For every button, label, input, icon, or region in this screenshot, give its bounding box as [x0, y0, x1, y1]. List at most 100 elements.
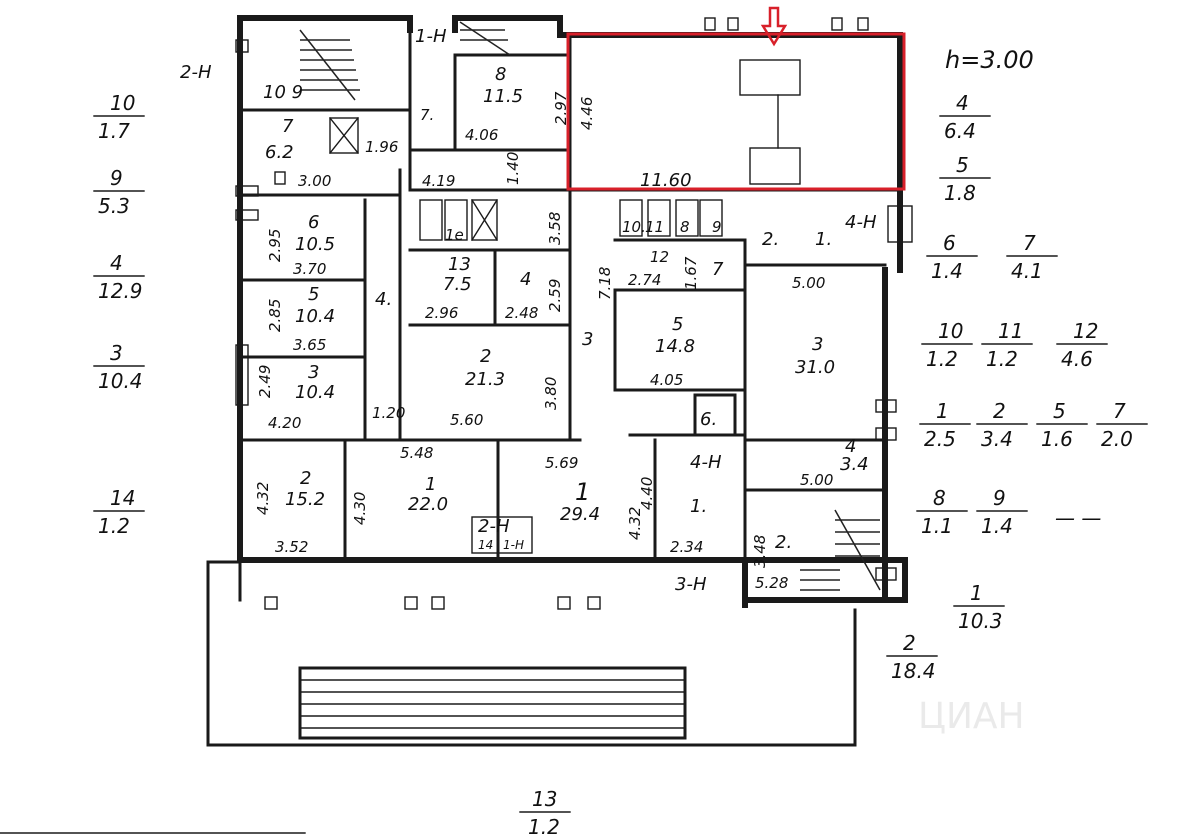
label-2h-b: 2-Н: [478, 516, 510, 537]
room-4s-num: 4: [845, 436, 856, 457]
dim-5-69: 5.69: [545, 454, 578, 472]
room-1c: 1.: [690, 496, 707, 517]
highlight-box: [566, 32, 906, 191]
dim-3-58: 3.58: [546, 212, 564, 245]
legend-right: 46.451.861.474.1101.2111.2124.612.523.45…: [886, 91, 1148, 683]
dim-2-48: 2.48: [505, 304, 538, 322]
room-1a-num: 1: [425, 474, 436, 495]
dimensions: 2.97 4.46 11.60 1.96 3.00 4.06 4.19 1.40…: [254, 91, 833, 592]
room-2s: 2.: [762, 229, 779, 250]
room-11s: 11: [645, 218, 664, 236]
dim-2-96: 2.96: [425, 304, 458, 322]
legend-right-area-12: 1.4: [981, 514, 1013, 538]
legend-right-area-9: 1.6: [1041, 427, 1073, 451]
dim-4-46: 4.46: [578, 97, 596, 130]
legend-right-area-0: 6.4: [944, 119, 976, 143]
room-5b-area: 14.8: [655, 336, 695, 357]
dim-4-05: 4.05: [650, 371, 683, 389]
room-2-num: 2: [480, 346, 491, 367]
dashes: — —: [1055, 506, 1101, 530]
hall-3: 3: [582, 329, 593, 350]
stairs: [299, 21, 881, 591]
legend-right-num-9: 5: [1053, 399, 1066, 423]
terrace: [0, 560, 857, 834]
ceiling-height: h=3.00: [945, 46, 1034, 74]
room-6-num: 6: [308, 212, 319, 233]
room-7h: 7: [712, 259, 724, 280]
dim-1-20: 1.20: [372, 404, 405, 422]
room-3b-num: 3: [812, 334, 823, 355]
room-2c-num: 2: [300, 468, 311, 489]
dim-4-32-b: 4.32: [626, 507, 644, 540]
room-2d: 2.: [775, 532, 792, 553]
room-1a-area: 22.0: [408, 494, 448, 515]
room-7-area: 6.2: [265, 142, 294, 163]
room-3b-area: 31.0: [795, 357, 835, 378]
hall-4: 4.: [375, 289, 392, 310]
legend-right-area-7: 2.5: [924, 427, 956, 451]
legend-right-num-4: 10: [938, 319, 963, 343]
legend-left-area-0: 1.7: [98, 119, 130, 143]
dim-1-40: 1.40: [504, 152, 522, 185]
dim-5-48: 5.48: [400, 444, 433, 462]
legend-left-num-0: 10: [110, 91, 135, 115]
fixtures: [235, 17, 913, 610]
room-1e: 1е: [445, 226, 464, 244]
room-4-num: 4: [520, 269, 531, 290]
dim-3-48: 3.48: [751, 535, 769, 568]
dim-3-65: 3.65: [293, 336, 326, 354]
legend-right-num-3: 7: [1023, 231, 1036, 255]
room-6s: 6.: [700, 409, 717, 430]
arrow-down-icon: [760, 6, 788, 47]
legend-right-area-2: 1.4: [931, 259, 963, 283]
label-3h: 3-Н: [675, 574, 707, 595]
legend-left-num-3: 3: [110, 341, 123, 365]
legend-right-num-7: 1: [936, 399, 949, 423]
dim-1-96: 1.96: [365, 138, 398, 156]
legend-left-num-1: 9: [110, 166, 123, 190]
legend-left-num-4: 14: [110, 486, 135, 510]
dim-2-59: 2.59: [546, 279, 564, 312]
legend-right-area-13: 10.3: [958, 609, 1003, 633]
legend-right-num-14: 2: [903, 631, 916, 655]
dim-1-67: 1.67: [682, 256, 700, 290]
room-2c-area: 15.2: [285, 489, 325, 510]
room-9s: 9: [712, 218, 722, 236]
room-7s: 7.: [420, 106, 434, 124]
room-5-num: 5: [308, 284, 319, 305]
legend-right-area-6: 4.6: [1061, 347, 1093, 371]
legend-right-num-5: 11: [998, 319, 1023, 343]
dim-4-19: 4.19: [422, 172, 455, 190]
legend-right-num-1: 5: [956, 153, 969, 177]
room-8-area: 11.5: [483, 86, 523, 107]
dim-5-28: 5.28: [755, 574, 788, 592]
dim-3-70: 3.70: [293, 260, 326, 278]
dim-5-60: 5.60: [450, 411, 483, 429]
legend-right-area-14: 18.4: [891, 659, 936, 683]
dim-2-95: 2.95: [266, 229, 284, 262]
legend-right-num-8: 2: [993, 399, 1006, 423]
legend-left-area-1: 5.3: [98, 194, 130, 218]
room-1b-num: 1: [575, 478, 590, 506]
room-labels: 2-Н 1-Н 10 9 8 11.5 7 6.2 6 10.5 5 10.4 …: [180, 26, 877, 595]
dim-2-34: 2.34: [670, 538, 703, 556]
bottom-room-num: 13: [532, 787, 557, 811]
legend-left-num-2: 4: [110, 251, 123, 275]
legend-right-area-8: 3.4: [981, 427, 1013, 451]
room-5b-num: 5: [672, 314, 683, 335]
dim-2-49: 2.49: [256, 365, 274, 398]
legend-right-num-0: 4: [956, 91, 969, 115]
label-2h: 2-Н: [180, 62, 212, 83]
dim-4-40: 4.40: [638, 477, 656, 510]
legend-left-area-2: 12.9: [98, 279, 143, 303]
room-13-area: 7.5: [443, 274, 472, 295]
dim-2-97: 2.97: [552, 91, 570, 125]
room-13-num: 13: [448, 254, 471, 275]
room-2-area: 21.3: [465, 369, 505, 390]
room-3-area: 10.4: [295, 382, 335, 403]
legend-right-num-2: 6: [943, 231, 956, 255]
legend-right-area-10: 2.0: [1101, 427, 1133, 451]
label-4h: 4-Н: [845, 212, 877, 233]
